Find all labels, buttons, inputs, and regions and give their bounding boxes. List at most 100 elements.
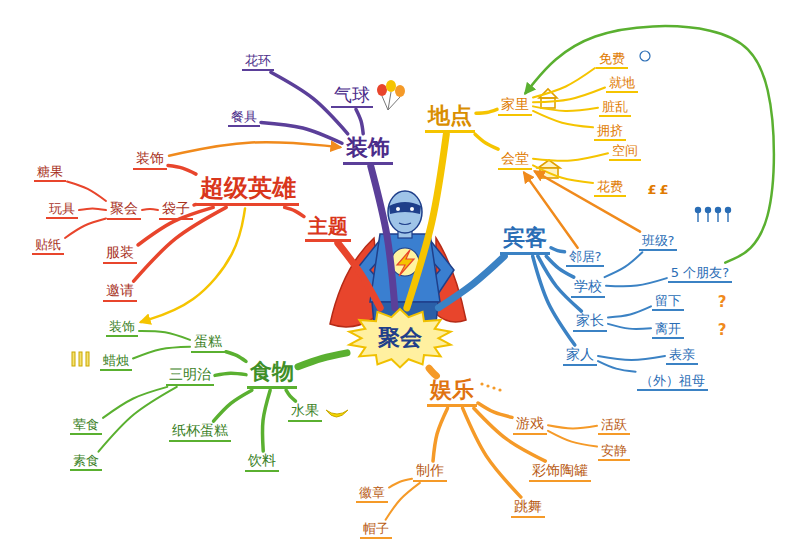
- branch-line: [285, 207, 304, 216]
- node-text: 聚会: [378, 325, 422, 351]
- branch-line: [226, 352, 246, 362]
- person-head: [696, 208, 701, 213]
- branch-word: 会堂: [498, 150, 532, 170]
- node-text: 娱乐: [430, 377, 474, 403]
- person-head: [726, 208, 731, 213]
- branch-line: [598, 361, 636, 372]
- branch-line: [429, 368, 436, 376]
- candles-icon: [72, 352, 89, 366]
- node-text: 荤食: [73, 417, 99, 433]
- branch-line: [608, 306, 651, 317]
- node-text: 素食: [73, 453, 99, 469]
- node-text: 地点: [428, 103, 472, 129]
- node-text: 游戏: [516, 415, 544, 432]
- node-text: 装饰: [346, 135, 390, 161]
- branch-word: 免费: [596, 51, 628, 70]
- branch-line: [142, 208, 158, 211]
- node-text: 彩饰陶罐: [532, 462, 588, 479]
- node-text: 留下: [655, 293, 681, 309]
- balloon: [377, 84, 387, 96]
- main-branch-word: 超级英雄: [197, 174, 299, 207]
- branch-line: [371, 166, 395, 308]
- person-head: [706, 208, 711, 213]
- branch-word: 班级?: [639, 233, 678, 252]
- branch-word: 5 个朋友?: [668, 265, 732, 284]
- lightning-bolt: [397, 250, 414, 276]
- candle: [72, 352, 75, 366]
- branch-word: 空间: [609, 143, 641, 162]
- branch-word: 糖果: [34, 164, 66, 183]
- node-text: 贴纸: [35, 237, 61, 253]
- branch-line: [548, 425, 597, 428]
- node-text: 糖果: [37, 164, 63, 180]
- branch-word: 花环: [242, 53, 274, 72]
- person-body: [698, 213, 728, 222]
- branch-word: 帽子: [360, 521, 392, 540]
- dots-decoration: [480, 382, 501, 391]
- house-wall: [541, 98, 555, 108]
- branch-line: [79, 208, 106, 210]
- branch-line: [389, 479, 412, 488]
- node-text: 免费: [599, 51, 625, 67]
- branch-line: [356, 109, 363, 134]
- branch-line: [407, 134, 446, 308]
- branch-line: [168, 166, 196, 175]
- node-text: 服装: [106, 244, 134, 261]
- branch-word: 玩具: [46, 201, 78, 220]
- balloon: [386, 80, 396, 92]
- branch-word: 三明治: [166, 366, 214, 386]
- node-text: 邻居?: [569, 249, 602, 265]
- branch-word: 蛋糕: [191, 333, 225, 353]
- node-text: 学校: [574, 278, 602, 295]
- branch-word: 家长: [573, 312, 607, 332]
- node-text: 邀请: [106, 282, 134, 299]
- balloon-string: [382, 96, 388, 110]
- branch-line: [286, 390, 295, 401]
- node-text: 帽子: [363, 521, 389, 537]
- arrow-connector: [535, 171, 640, 231]
- main-branch-word: 地点: [425, 103, 475, 133]
- node-text: 徽章: [359, 485, 385, 501]
- main-branch-word: 装饰: [343, 135, 393, 165]
- branch-line: [533, 87, 605, 102]
- dot: [480, 382, 483, 385]
- hero-mouth: [399, 223, 411, 225]
- branch-line: [386, 483, 420, 520]
- branch-word: 贴纸: [32, 237, 64, 256]
- node-text: 水果: [291, 402, 319, 419]
- branch-word: 餐具: [228, 109, 260, 128]
- branch-line: [433, 408, 448, 461]
- branch-word: 学校: [571, 278, 605, 298]
- branch-line: [548, 431, 597, 447]
- node-text: 班级?: [642, 233, 675, 249]
- branch-word: 彩饰陶罐: [529, 462, 591, 482]
- burst-outline: [349, 309, 450, 367]
- node-text: 玩具: [49, 201, 75, 217]
- node-text: 就地: [609, 75, 635, 91]
- branch-line: [475, 134, 498, 149]
- note-symbol: ?: [718, 321, 727, 339]
- main-branch-word: 娱乐: [427, 377, 477, 407]
- node-text: 装饰: [136, 150, 164, 167]
- node-text: 饮料: [248, 452, 276, 469]
- node-text: 纸杯蛋糕: [172, 422, 228, 439]
- main-branch-word: 宾客: [500, 225, 550, 255]
- branch-word: 徽章: [356, 485, 388, 504]
- branch-word: 离开: [652, 321, 684, 340]
- branch-word: 拥挤: [594, 123, 626, 142]
- node-text: 主题: [308, 214, 348, 238]
- smiley-icon: [640, 51, 650, 61]
- person-head: [716, 208, 721, 213]
- branch-word: 聚会: [107, 200, 141, 220]
- branch-word: 跳舞: [511, 498, 545, 518]
- node-text: 气球: [334, 84, 370, 106]
- branch-word: 气球: [331, 84, 373, 109]
- branch-word: 装饰: [106, 319, 138, 338]
- branch-word: 留下: [652, 293, 684, 312]
- branch-line: [215, 373, 246, 375]
- hero-eye: [410, 207, 414, 211]
- branch-line: [533, 111, 593, 127]
- node-text: 活跃: [601, 417, 627, 433]
- hero-head: [388, 191, 422, 233]
